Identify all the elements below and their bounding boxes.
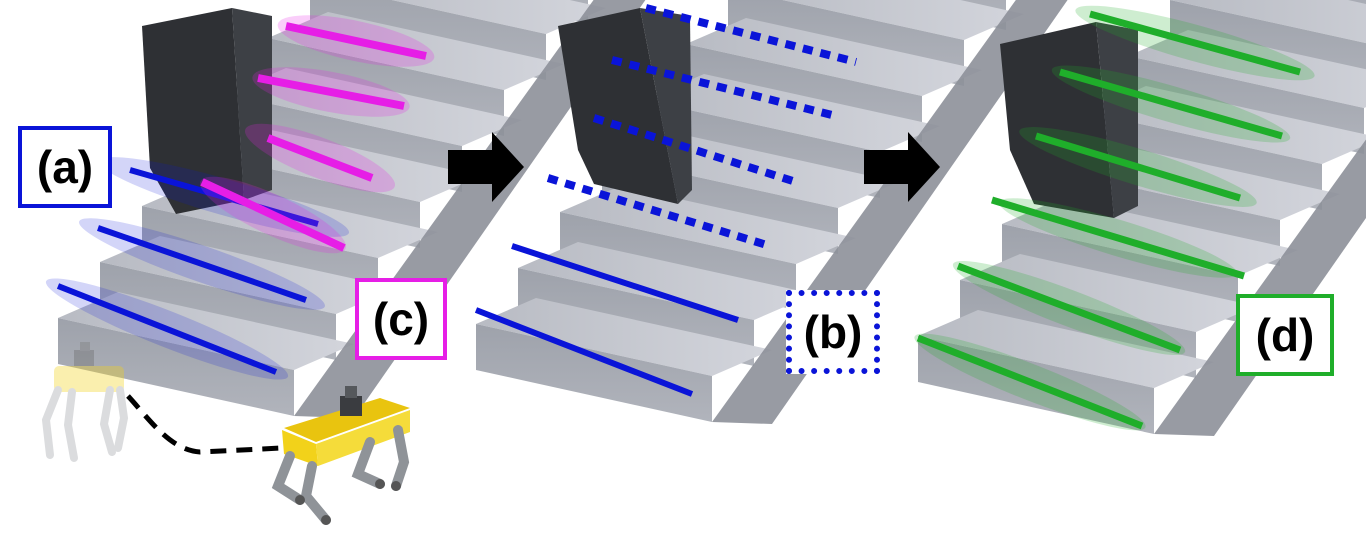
stair-tread <box>918 310 1214 388</box>
stair-edge-line <box>990 196 1246 280</box>
panel-c-label: (c) <box>355 278 447 360</box>
obstacle-block <box>558 8 678 204</box>
quadruped-robot-icon <box>271 386 410 525</box>
stair-edge-line <box>257 74 405 110</box>
stair-tread <box>476 298 772 376</box>
obstacle-block <box>1000 22 1114 218</box>
stair-edge-line <box>511 243 739 323</box>
stair-edge-line <box>97 225 307 303</box>
stair-edge-line-dotted <box>546 174 772 250</box>
stair-tread <box>1128 30 1366 108</box>
panel-a-staircase <box>45 0 646 418</box>
panel-b-label: (b) <box>786 290 880 374</box>
obstacle-block <box>142 8 244 214</box>
robot-path-line <box>126 394 283 455</box>
quadruped-robot-icon <box>41 342 129 462</box>
stair-edge-line <box>129 167 319 227</box>
panel-b-label-text: (b) <box>803 306 863 358</box>
stair-riser <box>58 318 294 416</box>
panel-d-staircase <box>914 0 1366 436</box>
stair-edge-line-dotted <box>645 4 857 66</box>
stair-edge-line <box>1089 10 1301 76</box>
right-arrow-icon <box>448 132 524 202</box>
stair-tread <box>644 74 940 152</box>
stair-edge-line <box>474 307 694 397</box>
stair-edge-line-dotted <box>611 56 837 120</box>
panel-a-label: (a) <box>18 126 112 208</box>
stair-edge-line <box>956 262 1182 354</box>
right-arrow-icon <box>864 132 940 202</box>
stair-edge-line <box>916 334 1144 430</box>
stair-riser <box>476 324 712 422</box>
stair-edge-line <box>285 22 427 60</box>
panel-c-label-text: (c) <box>372 293 430 345</box>
stair-tread <box>1002 198 1298 276</box>
stair-edge-line <box>1059 68 1283 140</box>
stair-tread <box>960 254 1256 332</box>
stair-edge-line <box>1034 132 1242 202</box>
stair-tread <box>58 292 354 370</box>
obstacle-block-side <box>1096 22 1138 218</box>
stair-tread <box>391 0 606 34</box>
stair-tread <box>782 0 1024 40</box>
stair-edge-line <box>266 134 374 182</box>
stair-side-wall <box>1154 139 1366 436</box>
stair-edge-line <box>56 283 278 375</box>
stair-tread <box>1086 86 1366 164</box>
stair-edge-line <box>200 178 346 252</box>
panel-d-label: (d) <box>1236 294 1334 376</box>
obstacle-block-side <box>640 8 692 204</box>
obstacle-block-side <box>232 8 272 200</box>
panel-a-label-text: (a) <box>36 141 94 193</box>
stair-tread <box>518 242 814 320</box>
panel-d-label-text: (d) <box>1255 309 1315 361</box>
